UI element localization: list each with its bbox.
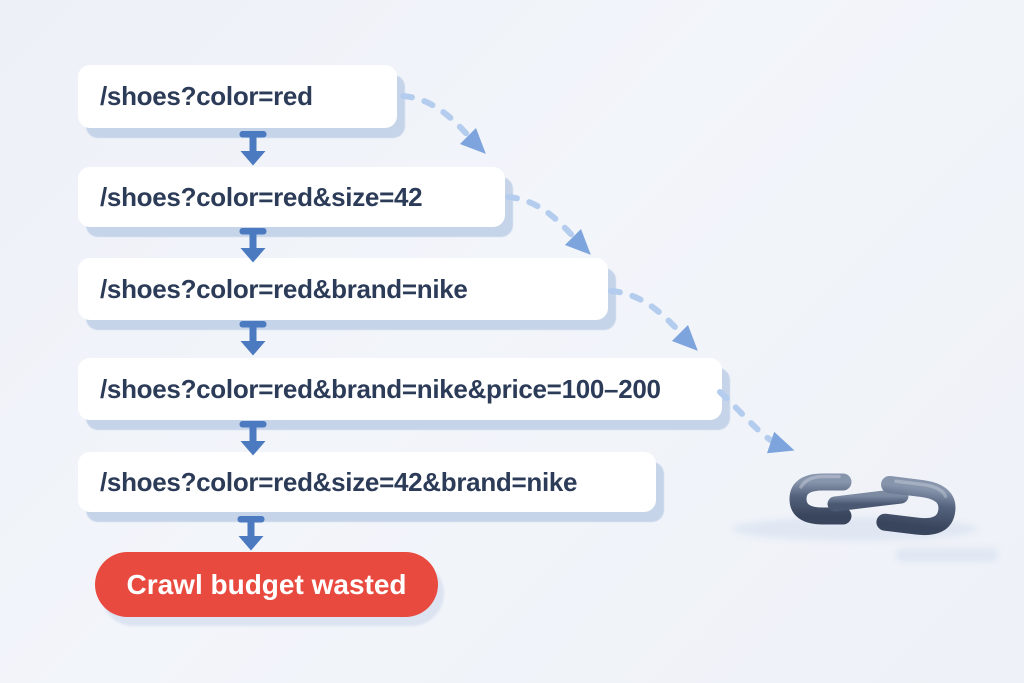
down-arrow-icon (239, 131, 267, 166)
url-node-4: /shoes?color=red&brand=nike&price=100–20… (78, 358, 722, 420)
url-node-3: /shoes?color=red&brand=nike (78, 258, 608, 320)
url-label: /shoes?color=red&size=42&brand=nike (100, 466, 578, 497)
url-node-5: /shoes?color=red&size=42&brand=nike (78, 452, 656, 512)
url-node-1: /shoes?color=red (78, 65, 397, 128)
crawl-budget-wasted-badge: Crawl budget wasted (95, 552, 438, 617)
url-label: /shoes?color=red&brand=nike (100, 273, 468, 304)
chain-ground-shadow-small (896, 548, 998, 562)
down-arrow-icon (239, 421, 267, 456)
url-label: /shoes?color=red&size=42 (100, 181, 423, 212)
down-arrow-icon (239, 321, 267, 356)
down-arrow-icon (237, 516, 265, 551)
url-label: /shoes?color=red&brand=nike&price=100–20… (100, 373, 661, 404)
badge-label: Crawl budget wasted (126, 568, 407, 600)
down-arrow-icon (239, 228, 267, 263)
url-node-2: /shoes?color=red&size=42 (78, 167, 505, 227)
url-label: /shoes?color=red (100, 81, 313, 111)
chain-link-icon (789, 473, 956, 536)
